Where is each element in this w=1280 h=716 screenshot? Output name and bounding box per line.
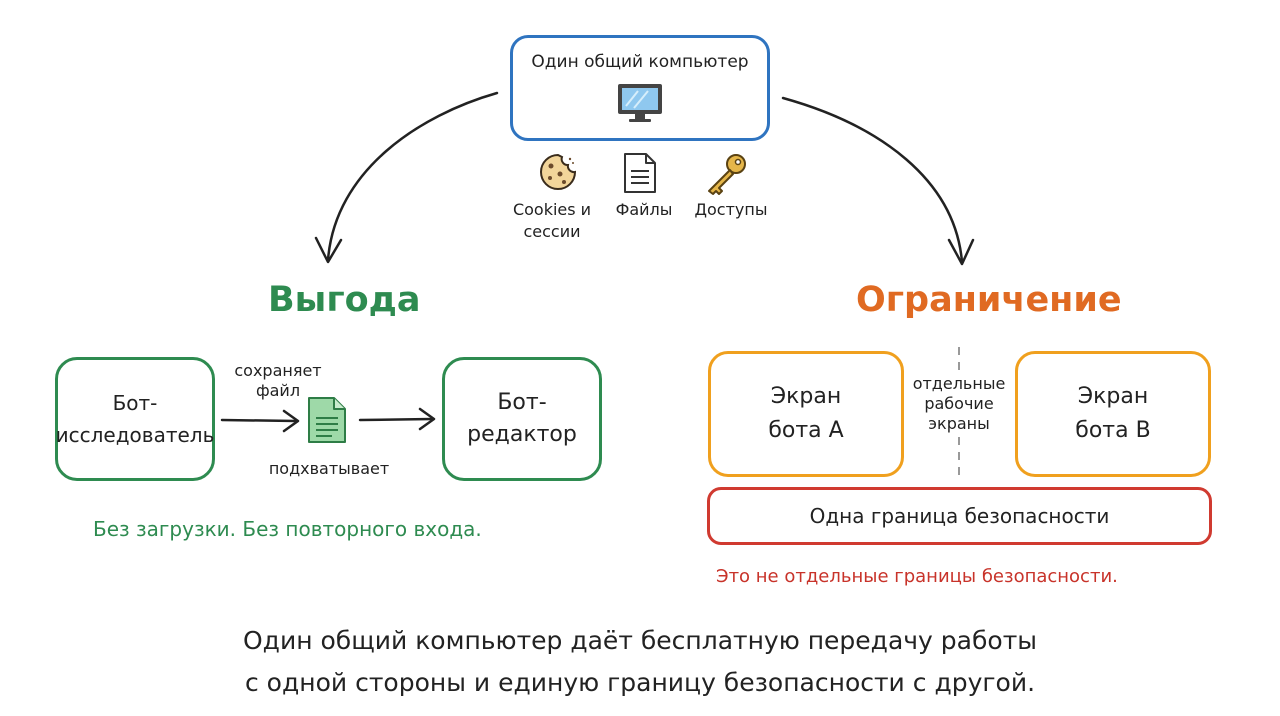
limitation-caption: Это не отдельные границы безопасности. [716,566,1118,587]
shared-file-icon [308,397,346,443]
bot-b-screen-box: Экран бота B [1015,351,1211,477]
summary-footer: Один общий компьютер даёт бесплатную пер… [0,620,1280,704]
resource-label-access: Доступы [694,200,768,219]
key-icon [708,154,746,195]
arrow-to-benefit [326,91,499,262]
arrow-to-editor [358,417,434,422]
arrow-head-limit [947,238,975,266]
benefit-caption: Без загрузки. Без повторного входа. [93,517,482,541]
monitor-icon [618,84,662,122]
computer-title: Один общий компьютер [531,52,749,72]
bot-editor-box: Бот- редактор [442,357,602,481]
arrow-to-limit [781,96,964,264]
shared-computer-box: Один общий компьютер [510,35,770,141]
file-icon [624,153,656,193]
security-boundary-box: Одна граница безопасности [707,487,1212,545]
saves-file-label: сохраняет файл [234,361,322,400]
footer-line-2: с одной стороны и единую границу безопас… [244,668,1036,697]
bot-researcher-box: Бот- исследователь [55,357,215,481]
arrow-head-to-editor [418,407,436,431]
limitation-heading: Ограничение [856,280,1122,320]
arrow-head-to-file [282,409,300,433]
arrow-head-benefit [314,236,343,264]
cookie-icon [540,153,577,190]
resource-label-cookies: Cookies и сессии [512,200,592,241]
arrow-to-file [220,418,298,423]
bot-a-screen-box: Экран бота A [708,351,904,477]
separate-screens-label: отдельные рабочие экраны [904,374,1014,434]
footer-line-1: Один общий компьютер даёт бесплатную пер… [242,626,1038,655]
resource-label-files: Файлы [615,200,673,219]
picks-up-label: подхватывает [268,459,390,478]
benefit-heading: Выгода [268,280,421,320]
